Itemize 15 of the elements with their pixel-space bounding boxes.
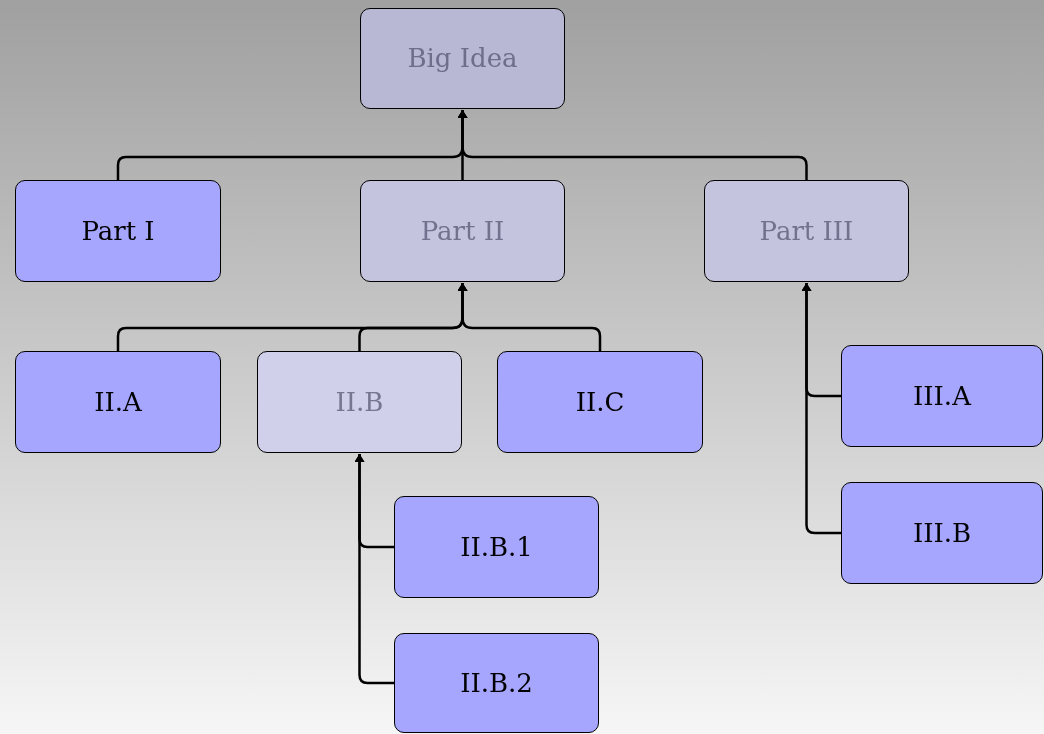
node-box: Big Idea [360, 8, 565, 109]
node-box: II.A [15, 351, 221, 453]
node-box: Part II [360, 180, 565, 282]
node-box: II.B.2 [394, 633, 599, 733]
arrow [801, 283, 841, 535]
node-box: II.B.1 [394, 496, 599, 598]
node-box: III.B [841, 482, 1043, 584]
node-box: Part I [15, 180, 221, 282]
node-box: III.A [841, 345, 1043, 447]
arrow [354, 454, 394, 685]
arrow [457, 110, 808, 180]
node-box: II.B [257, 351, 462, 453]
node-box: Part III [704, 180, 909, 282]
arrow [457, 283, 602, 351]
node-box: II.C [497, 351, 703, 453]
